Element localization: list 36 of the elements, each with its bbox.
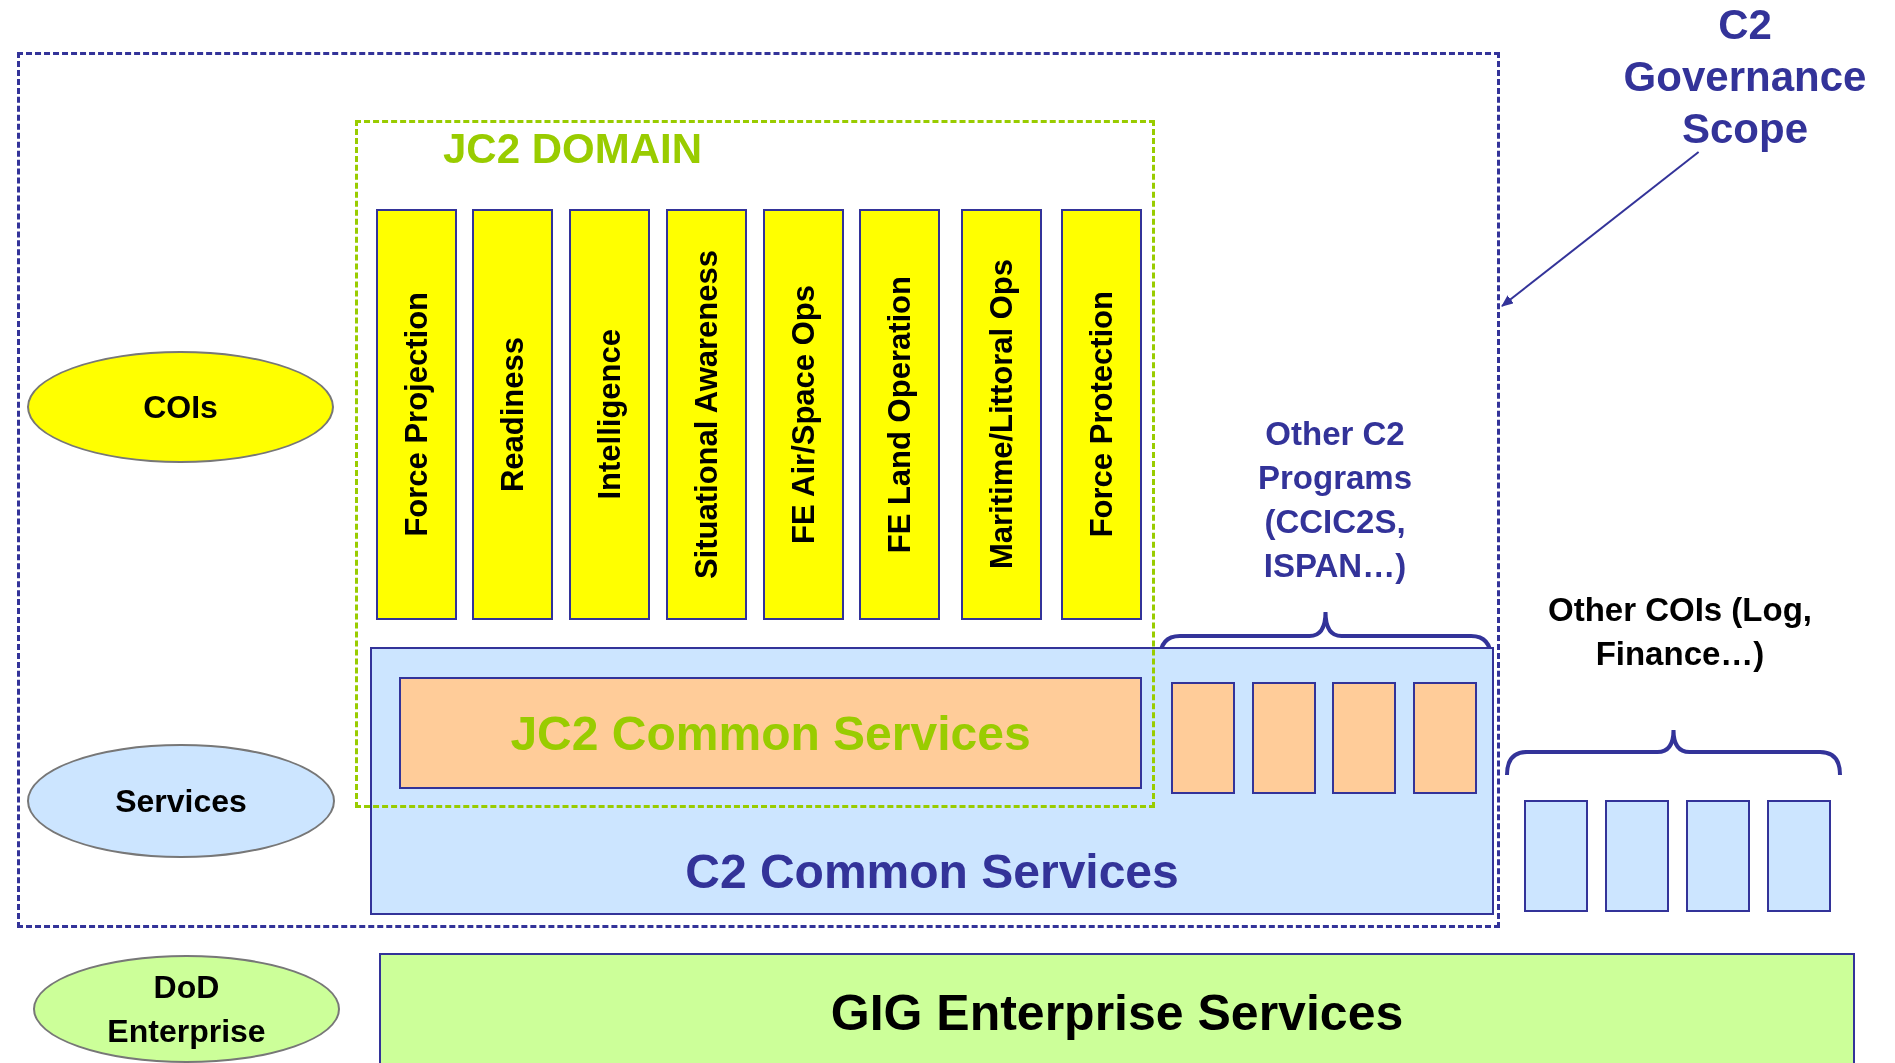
leader-arrow — [1501, 151, 1700, 308]
group-label: Other COIs (Log, Finance…) — [1547, 590, 1813, 674]
gig-services-bar: GIG Enterprise Services — [379, 953, 1855, 1063]
program-box — [1171, 682, 1235, 794]
service-box — [1767, 800, 1831, 912]
domain-column — [569, 209, 650, 620]
column-label: Maritime/Littoral Ops — [983, 259, 1020, 570]
enterprise-ellipse: DoD Enterprise — [33, 955, 340, 1063]
column-label: FE Air/Space Ops — [785, 285, 822, 544]
group-heading: C2 Common Services — [684, 844, 1180, 899]
column-label: Force Protection — [1083, 291, 1120, 538]
column-label: Readiness — [494, 336, 531, 493]
domain-column — [859, 209, 940, 620]
column-label: FE Land Operation — [881, 275, 918, 554]
column-label: Situational Awareness — [688, 249, 725, 580]
program-box — [1332, 682, 1396, 794]
service-box — [1524, 800, 1588, 912]
group-heading: JC2 DOMAIN — [443, 125, 703, 173]
domain-column — [472, 209, 553, 620]
column-label: Force Projection — [398, 292, 435, 537]
service-box — [1605, 800, 1669, 912]
scope-title: C2 Governance Scope — [1600, 2, 1890, 152]
program-box — [1252, 682, 1316, 794]
domain-boundary — [355, 120, 1155, 808]
domain-column — [1061, 209, 1142, 620]
domain-column — [961, 209, 1042, 620]
domain-column — [376, 209, 457, 620]
program-box — [1413, 682, 1477, 794]
domain-column — [666, 209, 747, 620]
services-ellipse: Services — [27, 744, 335, 858]
group-label: Other C2 Programs (CCIC2S, ISPAN…) — [1256, 414, 1414, 586]
jc2-services-box: JC2 Common Services — [399, 677, 1142, 789]
column-label: Intelligence — [591, 329, 628, 500]
service-box — [1686, 800, 1750, 912]
domain-column — [763, 209, 844, 620]
coi-ellipse: COIs — [27, 351, 334, 463]
